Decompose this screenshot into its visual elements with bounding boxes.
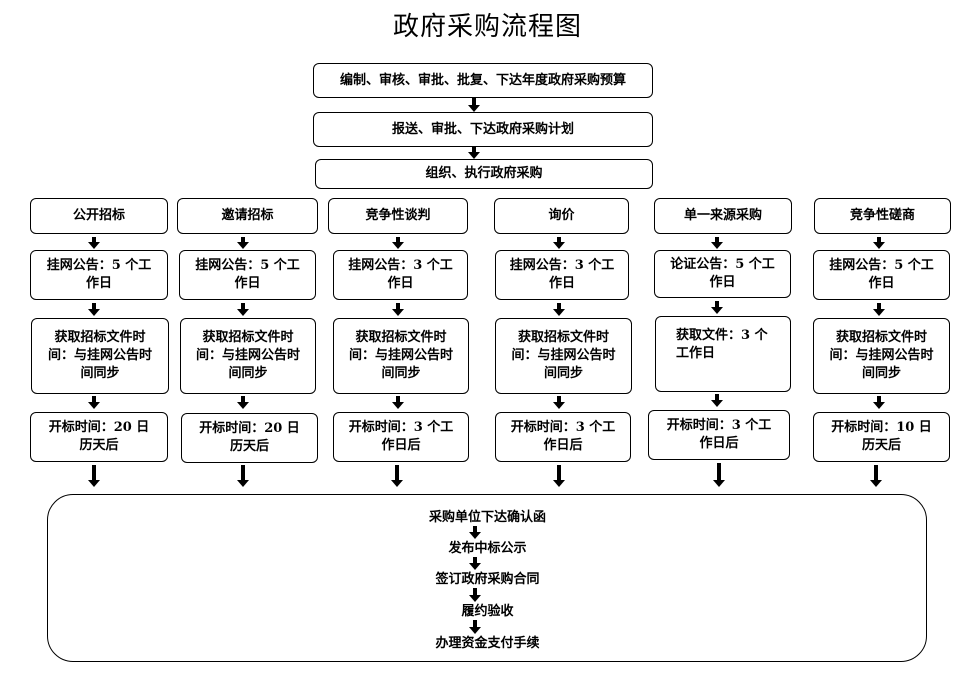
method-name-single-source: 单一来源采购 [654, 198, 792, 234]
method-name-public-tender: 公开招标 [30, 198, 168, 234]
bid-open-competitive-negotiation: 开标时间：3 个工作日后 [333, 412, 469, 462]
arrow-down-icon [873, 303, 885, 316]
final-step-publish-award: 发布中标公示 [448, 541, 527, 556]
bid-open-invited-tender: 开标时间：20 日历天后 [181, 413, 318, 463]
announce-single-source: 论证公告：5 个工作日 [654, 250, 791, 298]
arrow-down-icon [88, 465, 100, 487]
announce-invited-tender: 挂网公告：5 个工作日 [179, 250, 316, 300]
arrow-down-icon [469, 588, 481, 602]
bid-open-public-tender: 开标时间：20 日历天后 [30, 412, 168, 462]
arrow-down-icon [553, 237, 565, 249]
arrow-down-icon [237, 465, 249, 487]
arrow-down-icon [713, 463, 725, 487]
arrow-down-icon [237, 237, 249, 249]
arrow-down-icon [553, 303, 565, 316]
arrow-down-icon [88, 237, 100, 249]
bid-open-single-source: 开标时间：3 个工作日后 [648, 410, 790, 460]
arrow-down-icon [711, 237, 723, 249]
arrow-down-icon [870, 465, 882, 487]
arrow-down-icon [392, 237, 404, 249]
docs-invited-tender: 获取招标文件时间：与挂网公告时间同步 [180, 318, 316, 394]
arrow-down-icon [469, 526, 481, 539]
arrow-down-icon [468, 98, 480, 112]
method-name-inquiry: 询价 [494, 198, 629, 234]
docs-inquiry: 获取招标文件时间：与挂网公告时间同步 [495, 318, 632, 394]
method-name-invited-tender: 邀请招标 [177, 198, 318, 234]
docs-competitive-consultation: 获取招标文件时间：与挂网公告时间同步 [813, 318, 950, 394]
bid-open-competitive-consultation: 开标时间：10 日历天后 [813, 412, 950, 462]
step-execute: 组织、执行政府采购 [315, 159, 653, 189]
page-title: 政府采购流程图 [392, 12, 582, 42]
arrow-down-icon [88, 396, 100, 409]
docs-competitive-negotiation: 获取招标文件时间：与挂网公告时间同步 [333, 318, 469, 394]
arrow-down-icon [711, 394, 723, 407]
bid-open-inquiry: 开标时间：3 个工作日后 [495, 412, 631, 462]
step-budget: 编制、审核、审批、批复、下达年度政府采购预算 [313, 63, 653, 98]
arrow-down-icon [873, 237, 885, 249]
docs-public-tender: 获取招标文件时间：与挂网公告时间同步 [31, 318, 169, 394]
final-step-confirmation: 采购单位下达确认函 [428, 510, 546, 525]
method-name-competitive-consultation: 竞争性磋商 [814, 198, 951, 234]
final-step-payment: 办理资金支付手续 [435, 636, 540, 651]
arrow-down-icon [237, 396, 249, 409]
arrow-down-icon [553, 465, 565, 487]
arrow-down-icon [469, 557, 481, 570]
arrow-down-icon [553, 396, 565, 409]
arrow-down-icon [392, 396, 404, 409]
arrow-down-icon [391, 465, 403, 487]
step-plan: 报送、审批、下达政府采购计划 [313, 112, 653, 147]
arrow-down-icon [88, 303, 100, 316]
docs-single-source: 获取文件：3 个工作日 [655, 316, 791, 392]
arrow-down-icon [392, 303, 404, 316]
announce-competitive-negotiation: 挂网公告：3 个工作日 [333, 250, 468, 300]
final-step-acceptance: 履约验收 [461, 604, 514, 619]
arrow-down-icon [468, 147, 480, 159]
arrow-down-icon [711, 301, 723, 314]
announce-public-tender: 挂网公告：5 个工作日 [30, 250, 168, 300]
announce-inquiry: 挂网公告：3 个工作日 [495, 250, 629, 300]
method-name-competitive-negotiation: 竞争性谈判 [328, 198, 468, 234]
arrow-down-icon [237, 303, 249, 316]
arrow-down-icon [873, 396, 885, 409]
final-steps-container [47, 494, 927, 662]
arrow-down-icon [469, 620, 481, 634]
final-step-sign-contract: 签订政府采购合同 [435, 572, 540, 587]
announce-competitive-consultation: 挂网公告：5 个工作日 [813, 250, 950, 300]
